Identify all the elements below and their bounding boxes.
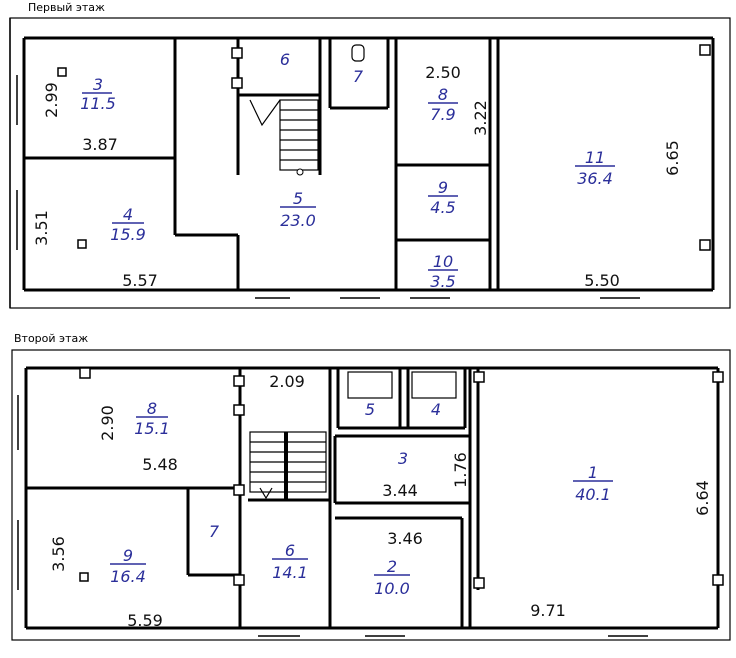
fixture-marker [79, 572, 89, 582]
fixture-marker [233, 404, 245, 416]
toilet-icon [411, 371, 457, 399]
fixture-marker [473, 371, 485, 383]
floor-2-staircase [249, 431, 327, 500]
fixture-marker [473, 577, 485, 589]
floor-2-dim-3.44: 3.44 [382, 481, 418, 500]
floor-1-room-3-area: 11.5 [80, 94, 116, 113]
floor-1-staircase [249, 99, 319, 176]
floor-2-room-9-number: 9 [123, 546, 133, 565]
floor-2-dim-5.59: 5.59 [127, 611, 163, 630]
fixture-marker [231, 47, 243, 59]
floor-1-room-7-number: 7 [353, 67, 364, 86]
floor-1-plan: 3 11.5 4 15.9 5 23.0 6 7 8 7.9 9 4.5 10 … [9, 17, 731, 309]
floor-1-room-10-number: 10 [433, 252, 453, 271]
floor-2-room-2-area: 10.0 [374, 579, 410, 598]
fixture-marker [233, 375, 245, 387]
floor-1-room-5-area: 23.0 [280, 211, 316, 230]
toilet-icon [347, 371, 393, 399]
floor-2-dim-2.90: 2.90 [98, 405, 117, 441]
floor-1-dim-2.50: 2.50 [425, 63, 461, 82]
floor-1-room-11-area: 36.4 [577, 169, 613, 188]
toilet-icon [351, 44, 365, 62]
floor-2-room-1-number: 1 [588, 463, 598, 482]
floor-2-room-2-number: 2 [387, 557, 397, 576]
fixture-marker [79, 367, 91, 379]
floor-2-room-4-number: 4 [431, 400, 441, 419]
floor-1-room-11-number: 11 [585, 148, 605, 167]
floor-2-dim-6.64: 6.64 [693, 480, 712, 516]
floor-2-room-8-number: 8 [147, 399, 157, 418]
floor-1-room-3-number: 3 [93, 75, 103, 94]
floor-2-dim-9.71: 9.71 [530, 601, 566, 620]
floor-1-room-5-number: 5 [293, 189, 303, 208]
floor-1-room-9-area: 4.5 [430, 198, 455, 217]
floor-2-room-5-number: 5 [365, 400, 375, 419]
floor-1-dim-3.51: 3.51 [32, 210, 51, 246]
fixture-marker [77, 239, 87, 249]
fixture-marker [699, 239, 711, 251]
fixture-marker [231, 77, 243, 89]
floor-1-room-4-area: 15.9 [110, 225, 146, 244]
fixture-marker [712, 574, 724, 586]
floor-1-room-8-number: 8 [438, 85, 448, 104]
floor-1-dim-3.22: 3.22 [471, 100, 490, 136]
floor-1-dim-5.57: 5.57 [122, 271, 158, 290]
floor-1-dim-2.99: 2.99 [42, 82, 61, 118]
fixture-marker [57, 67, 67, 77]
floor-1-room-8-area: 7.9 [430, 105, 455, 124]
floor-1-room-4-number: 4 [123, 205, 133, 224]
floor-1-room-9-number: 9 [438, 178, 448, 197]
fixture-marker [699, 44, 711, 56]
floor-1-dim-5.50: 5.50 [584, 271, 620, 290]
floor-2-room-6-number: 6 [285, 541, 295, 560]
floor-2-room-9-area: 16.4 [110, 567, 146, 586]
fixture-marker [233, 574, 245, 586]
floor-2-room-3-number: 3 [398, 449, 408, 468]
floor-1-room-10-area: 3.5 [430, 272, 455, 291]
floor-2-room-8-area: 15.1 [134, 419, 170, 438]
floor-2-dim-1.76: 1.76 [451, 452, 470, 488]
floor-2-room-7-number: 7 [209, 522, 220, 541]
fixture-marker [712, 371, 724, 383]
floor-2-caption: Второй этаж [14, 332, 89, 345]
floor-1-room-6-number: 6 [280, 50, 290, 69]
floor-1-dim-6.65: 6.65 [663, 140, 682, 176]
floor-2-outer-band [11, 349, 731, 641]
floor-2-room-6-area: 14.1 [272, 563, 308, 582]
floor-2-dim-5.48: 5.48 [142, 455, 178, 474]
floor-1-outer-band [9, 17, 731, 309]
floor-2-plan: 8 15.1 9 16.4 7 6 14.1 5 4 3 2 10.0 1 40… [11, 349, 731, 641]
floor-2-dim-2.09: 2.09 [269, 372, 305, 391]
floor-2-dim-3.56: 3.56 [49, 536, 68, 572]
floor-2-dim-3.46: 3.46 [387, 529, 423, 548]
floor-1-caption: Первый этаж [28, 1, 105, 14]
floor-2-room-1-area: 40.1 [575, 485, 611, 504]
floor-1-dim-3.87: 3.87 [82, 135, 118, 154]
fixture-marker [233, 484, 245, 496]
